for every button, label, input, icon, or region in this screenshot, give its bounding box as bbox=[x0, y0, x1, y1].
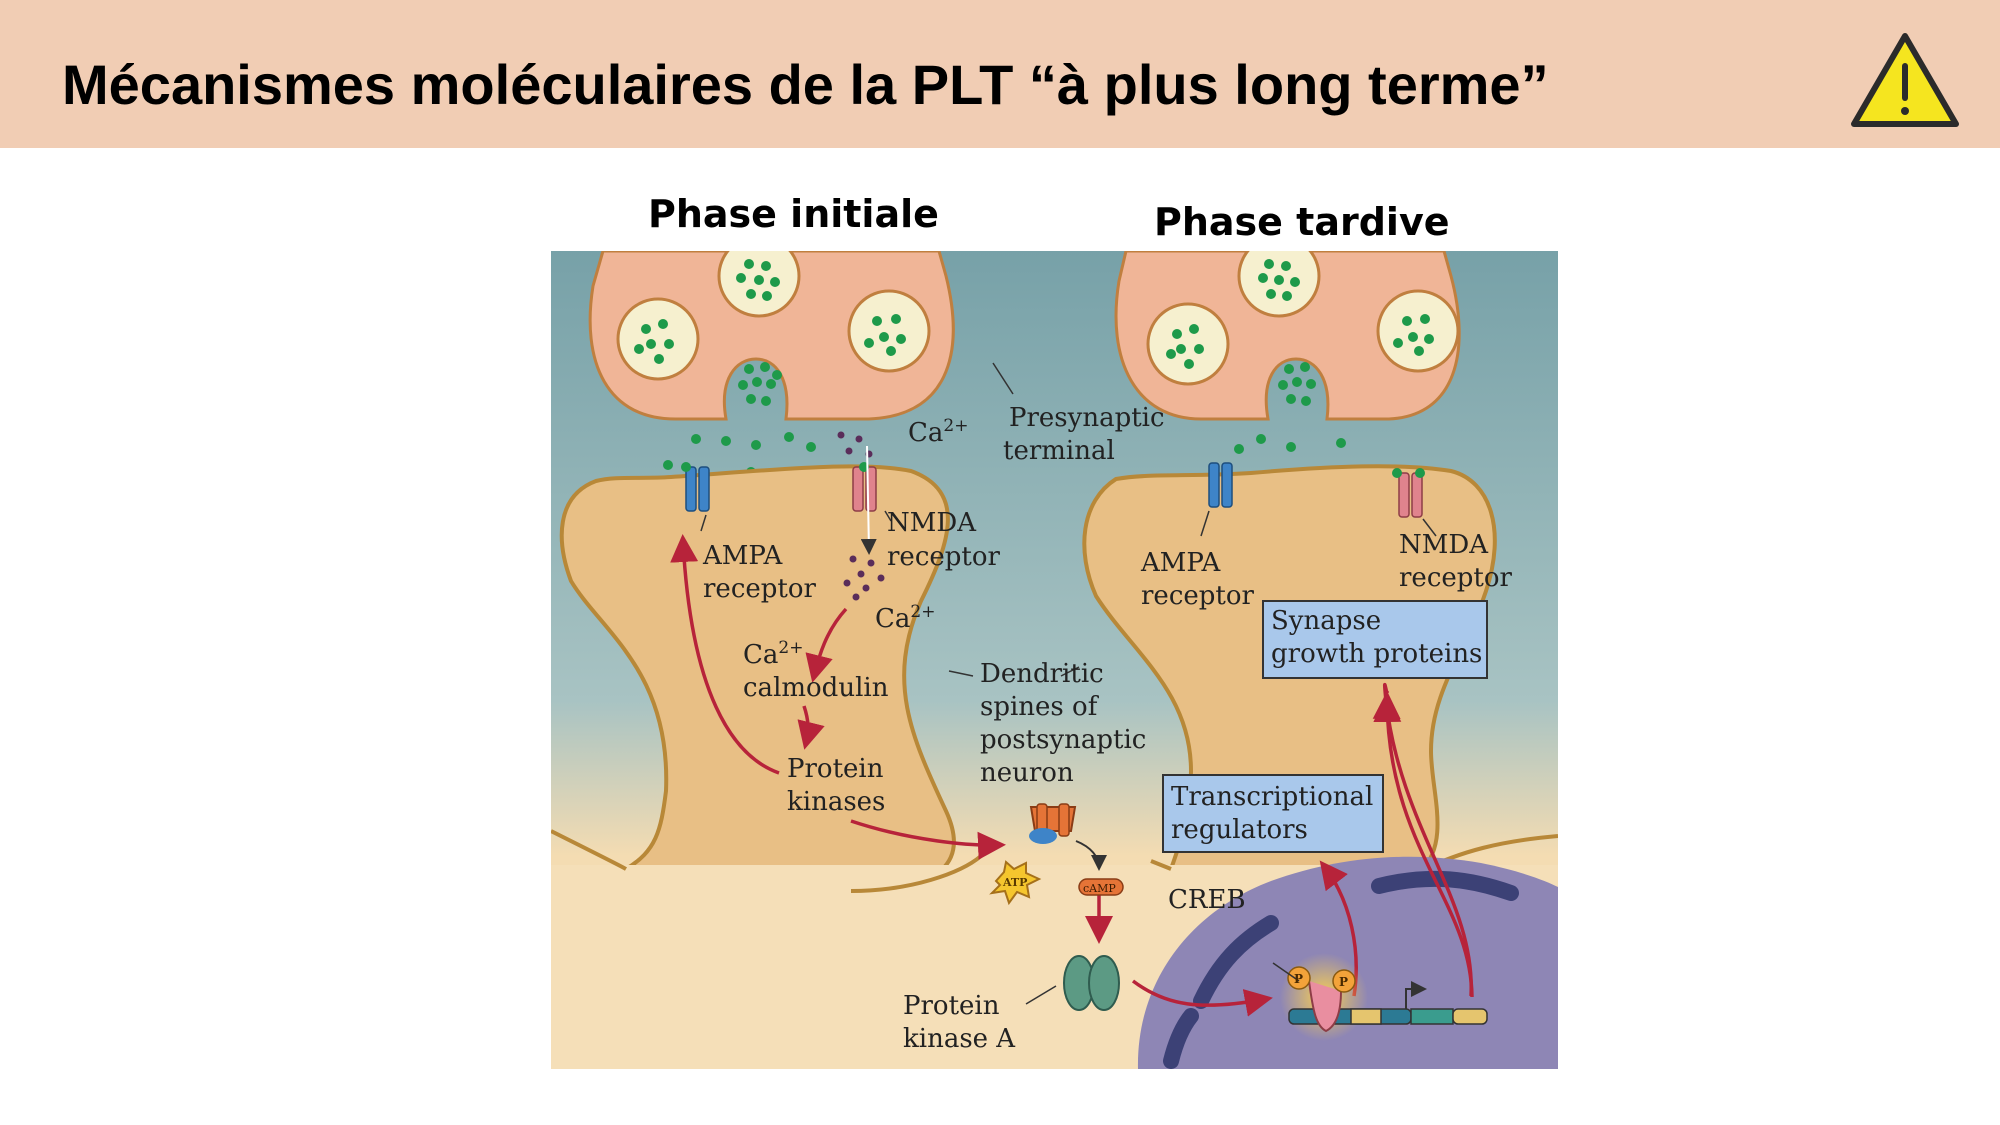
dendritic-label-1: Dendritic bbox=[980, 659, 1104, 689]
atp-label: ATP bbox=[1002, 876, 1027, 889]
calmodulin-ca-label: Ca2+ bbox=[743, 638, 803, 670]
synapse-growth-label-1: Synapse bbox=[1271, 606, 1381, 636]
transcriptional-label-1: Transcriptional bbox=[1171, 782, 1373, 812]
ampa-label-left: AMPA bbox=[702, 541, 784, 571]
nmda-label-right: NMDA bbox=[1399, 530, 1489, 560]
ca-label-1: Ca2+ bbox=[908, 416, 968, 448]
ampa-receptor-label-right: receptor bbox=[1141, 581, 1255, 611]
phase-initiale-label: Phase initiale bbox=[648, 192, 939, 236]
protein-kinases-label-1: Protein bbox=[787, 754, 884, 784]
synapse-growth-label-2: growth proteins bbox=[1271, 639, 1482, 669]
nmda-receptor-label-right: receptor bbox=[1399, 563, 1513, 593]
ca-label-2: Ca2+ bbox=[875, 602, 935, 634]
protein-kinase-a-label-2: kinase A bbox=[903, 1024, 1016, 1054]
phase-tardive-label: Phase tardive bbox=[1154, 200, 1450, 244]
calmodulin-label: calmodulin bbox=[743, 673, 889, 703]
terminal-label: terminal bbox=[1003, 436, 1115, 466]
ampa-receptor-left bbox=[685, 466, 710, 512]
presynaptic-label: Presynaptic bbox=[1009, 403, 1165, 433]
slide-title: Mécanismes moléculaires de la PLT “à plu… bbox=[62, 53, 1549, 116]
creb-label: CREB bbox=[1168, 885, 1246, 915]
camp-label: cAMP bbox=[1083, 882, 1116, 895]
title-bar bbox=[0, 0, 2000, 148]
protein-kinases-label-2: kinases bbox=[787, 787, 885, 817]
transcriptional-label-2: regulators bbox=[1171, 815, 1308, 845]
phospho-label-2: P bbox=[1339, 975, 1348, 989]
dendritic-label-4: neuron bbox=[980, 758, 1074, 788]
nmda-receptor-label-left: receptor bbox=[887, 542, 1001, 572]
ltp-diagram: Presynaptic terminal Ca2+ NMDA receptor … bbox=[551, 251, 1558, 1069]
nmda-label-left: NMDA bbox=[887, 508, 977, 538]
phospho-label-1: P bbox=[1294, 972, 1303, 986]
warning-triangle-icon bbox=[1851, 33, 1959, 127]
ampa-receptor-label-left: receptor bbox=[703, 574, 817, 604]
dendritic-label-3: postsynaptic bbox=[980, 725, 1146, 755]
dendritic-label-2: spines of bbox=[980, 692, 1100, 722]
ampa-label-right: AMPA bbox=[1140, 548, 1222, 578]
protein-kinase-a-label-1: Protein bbox=[903, 991, 1000, 1021]
